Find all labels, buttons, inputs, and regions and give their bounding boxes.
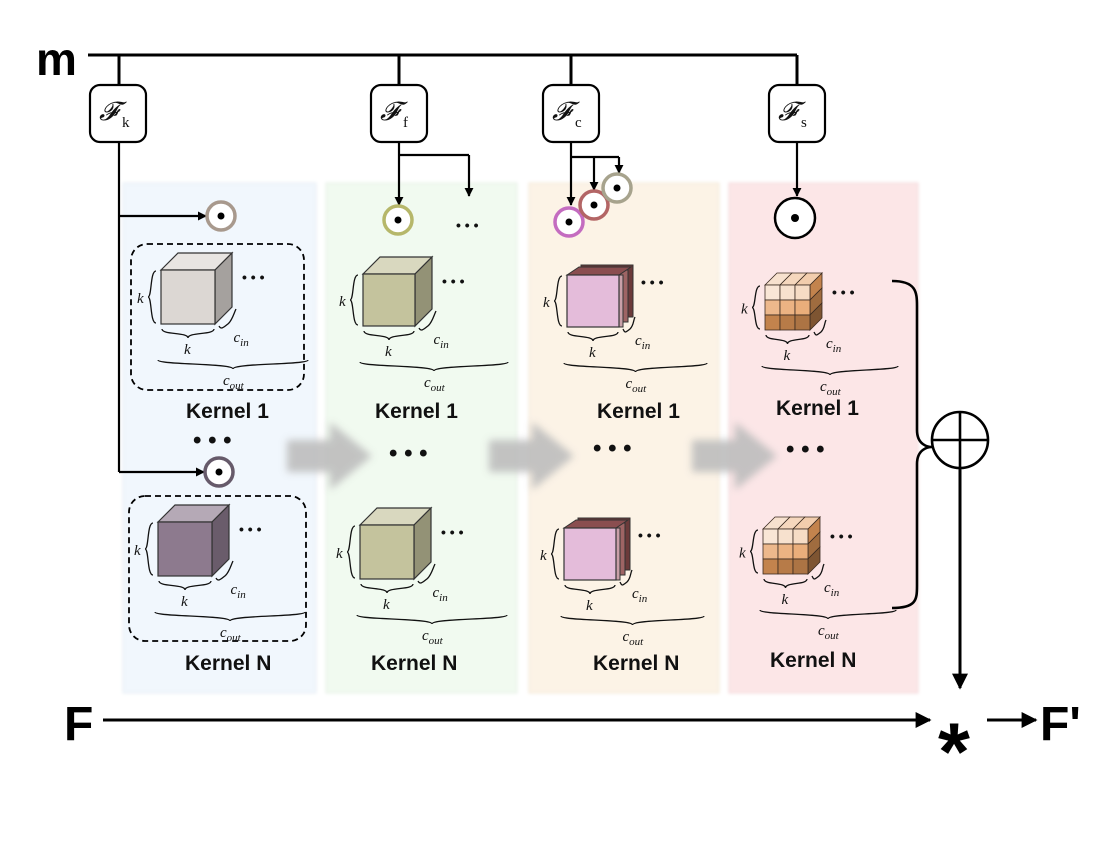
sum-operator bbox=[930, 410, 990, 470]
kernel-height-label: k bbox=[741, 302, 748, 318]
svg-text:s: s bbox=[801, 115, 807, 131]
spatial-dim-kernel-n-label: Kernel N bbox=[770, 649, 856, 672]
kernel-height-label: k bbox=[543, 295, 550, 311]
flow-arrow-3 bbox=[692, 422, 777, 490]
attention-dots bbox=[203, 172, 817, 488]
filter-dim-kernel-n-label: Kernel N bbox=[371, 652, 457, 675]
channel-dim-kernel-n-label: Kernel N bbox=[593, 652, 679, 675]
kernel-width-label: k bbox=[782, 592, 789, 608]
function-boxes: 𝓕 k 𝓕 f 𝓕 c 𝓕 s bbox=[88, 83, 827, 144]
kernel-labels: Kernel 1 Kernel N Kernel 1 Kernel N Kern… bbox=[185, 397, 859, 675]
kernel-width-label: k bbox=[589, 345, 596, 361]
kernel-width-label: k bbox=[784, 348, 791, 364]
kernel-width-label: k bbox=[184, 342, 191, 358]
filter-ellipsis: • • • bbox=[832, 284, 855, 300]
channel-attention-dot-1 bbox=[553, 206, 585, 238]
kernel-width-label: k bbox=[383, 597, 390, 613]
filter-attention-dot bbox=[382, 204, 414, 236]
kernel-width-label: k bbox=[181, 594, 188, 610]
filter-dim-ellipsis: • • • bbox=[389, 440, 428, 467]
kernel-function-box: 𝓕 k bbox=[88, 83, 148, 144]
kernel-n-group bbox=[128, 495, 307, 642]
filter-ellipsis: • • • bbox=[830, 528, 853, 544]
kernel-dim-ellipsis: • • • bbox=[193, 427, 232, 454]
channel-dim-kernel-1-label: Kernel 1 bbox=[597, 400, 680, 423]
flow-arrows bbox=[287, 422, 777, 490]
mask-bus bbox=[88, 53, 799, 84]
svg-text:f: f bbox=[403, 115, 408, 131]
channel-attention-dot-2 bbox=[578, 189, 610, 221]
flow-arrow-1 bbox=[287, 422, 372, 490]
flow-arrow-2 bbox=[489, 422, 574, 490]
channel-attention-dot-3 bbox=[601, 172, 633, 204]
filter-ellipsis: • • • bbox=[239, 521, 262, 537]
kernel-height-label: k bbox=[336, 546, 343, 562]
kernel-width-label: k bbox=[385, 344, 392, 360]
filter-ellipsis: • • • bbox=[442, 273, 465, 289]
channel-function-box: 𝓕 c bbox=[541, 83, 601, 144]
channel-dim-ellipsis: • • • bbox=[593, 435, 632, 462]
kernel-height-label: k bbox=[739, 546, 746, 562]
filter-ellipsis-top: • • • bbox=[456, 217, 479, 233]
spatial-function-box: 𝓕 s bbox=[767, 83, 827, 144]
kernel-1-group bbox=[130, 243, 305, 391]
spatial-dim-ellipsis: • • • bbox=[786, 436, 825, 463]
kernel-height-label: k bbox=[339, 294, 346, 310]
kernel-dim-kernel-n-label: Kernel N bbox=[185, 652, 271, 675]
filter-ellipsis: • • • bbox=[638, 527, 661, 543]
filter-ellipsis: • • • bbox=[641, 274, 664, 290]
kernel-height-label: k bbox=[540, 548, 547, 564]
spatial-dim-kernel-1-label: Kernel 1 bbox=[776, 397, 859, 420]
kernel-height-label: k bbox=[137, 291, 144, 307]
kernel-height-label: k bbox=[134, 543, 141, 559]
feature-input-label: F bbox=[64, 698, 93, 751]
attention-connectors bbox=[117, 142, 802, 477]
conv-operator: * bbox=[938, 707, 970, 798]
kernel-attention-dot-n bbox=[203, 456, 235, 488]
filter-function-box: 𝓕 f bbox=[369, 83, 429, 144]
feature-output-label: F' bbox=[1040, 698, 1081, 751]
kernel-attention-dot-1 bbox=[205, 200, 237, 232]
filter-dim-kernel-1-label: Kernel 1 bbox=[375, 400, 458, 423]
spatial-dim-panel bbox=[728, 182, 919, 694]
spatial-attention-dot bbox=[773, 196, 817, 240]
kernel-width-label: k bbox=[586, 598, 593, 614]
kernel-dim-kernel-1-label: Kernel 1 bbox=[186, 400, 269, 423]
filter-ellipsis: • • • bbox=[242, 269, 265, 285]
svg-text:k: k bbox=[122, 115, 130, 131]
mask-label: m bbox=[36, 33, 77, 85]
filter-ellipsis: • • • bbox=[441, 524, 464, 540]
svg-text:c: c bbox=[575, 115, 582, 131]
